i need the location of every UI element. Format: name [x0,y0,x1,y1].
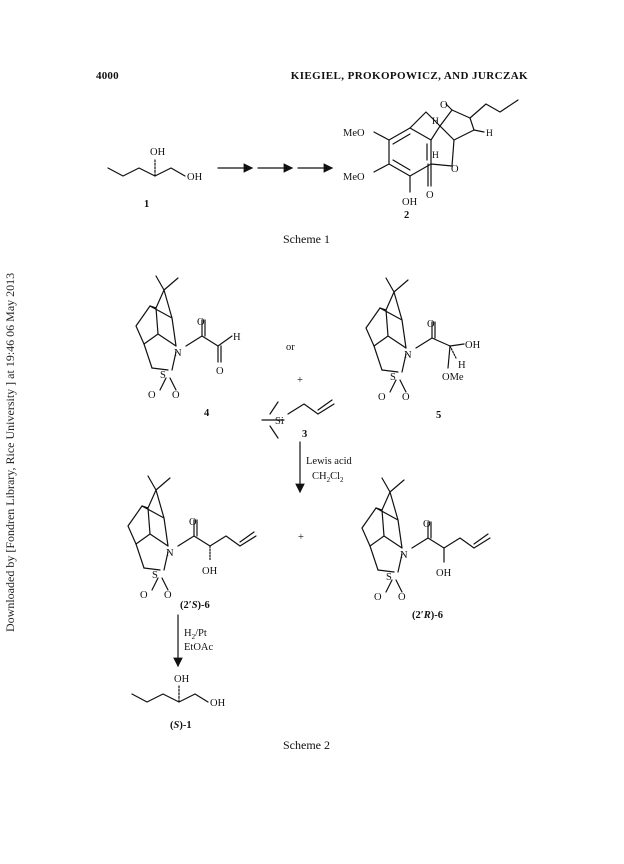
conditions-solvent: CH2Cl2 [312,471,344,484]
compound-5-n: N [404,350,412,361]
compound-1-number: 1 [144,199,149,210]
compound-4-o4: O [216,366,224,377]
final-s-1 [131,685,209,703]
compound-2-h1: H [432,117,439,127]
product-2s-oh: OH [202,566,218,577]
compound-3-si: Si [275,416,284,427]
compound-2-ring-o2: O [451,164,459,175]
final-oh-top: OH [174,674,190,685]
product-2s-o1: O [140,590,148,601]
scheme-2-caption: Scheme 2 [283,738,330,752]
compound-3 [261,399,335,439]
compound-2-number: 2 [404,210,409,221]
compound-4-h: H [233,332,241,343]
compound-2-meo-top: MeO [343,128,365,139]
product-2r-label: (2′R)-6 [412,610,443,621]
product-2s-label: (2′S)-6 [180,600,210,611]
compound-2-carbonyl-o: O [426,190,434,201]
product-2r-n: N [400,550,408,561]
compound-4-o2: O [172,390,180,401]
compound-5-o2: O [402,392,410,403]
compound-1-oh-end: OH [187,172,203,183]
product-2r-s: S [386,572,392,583]
compound-4-o3: O [197,317,205,328]
compound-2-h2: H [432,151,439,161]
compound-3-number: 3 [302,429,307,440]
product-2s-o2: O [164,590,172,601]
product-2r-o2: O [398,592,406,603]
compound-4-s: S [160,370,166,381]
plus-mid: + [298,532,304,543]
plus-top: + [297,375,303,386]
compound-1 [107,159,186,177]
scheme-1-caption: Scheme 1 [283,232,330,246]
compound-2 [373,99,519,193]
compound-5-s: S [390,372,396,383]
compound-5-oh: OH [465,340,481,351]
compound-4-n: N [174,348,182,359]
compound-2-h3: H [486,129,493,139]
compound-5-o1: O [378,392,386,403]
compound-2-meo-bottom: MeO [343,172,365,183]
conditions-lewis-acid: Lewis acid [306,456,353,467]
compound-1-oh-top: OH [150,147,166,158]
compound-5-h: H [458,360,466,371]
product-2r-o3: O [423,519,431,530]
hydrogenation-solvent: EtOAc [184,642,213,653]
product-2r-6 [361,477,491,593]
final-label: (S)-1 [170,720,192,731]
compound-4-number: 4 [204,408,210,419]
compound-5-ome: OMe [442,372,464,383]
page-number: 4000 [96,70,119,82]
product-2s-s: S [152,570,158,581]
compound-5-o3: O [427,319,435,330]
running-header: KIEGIEL, PROKOPOWICZ, AND JURCZAK [290,70,528,82]
product-2s-o3: O [189,517,197,528]
final-oh-end: OH [210,698,226,709]
hydrogenation-reagent: H2/Pt [184,628,207,641]
or-text: or [286,342,295,353]
compound-5-number: 5 [436,410,441,421]
compound-4-o1: O [148,390,156,401]
product-2s-n: N [166,548,174,559]
product-2s-6 [127,475,257,591]
compound-2-oh: OH [402,197,418,208]
product-2r-o1: O [374,592,382,603]
compound-5 [365,277,465,393]
compound-2-ring-o1: O [440,100,448,111]
compound-4 [135,275,233,391]
product-2r-oh: OH [436,568,452,579]
